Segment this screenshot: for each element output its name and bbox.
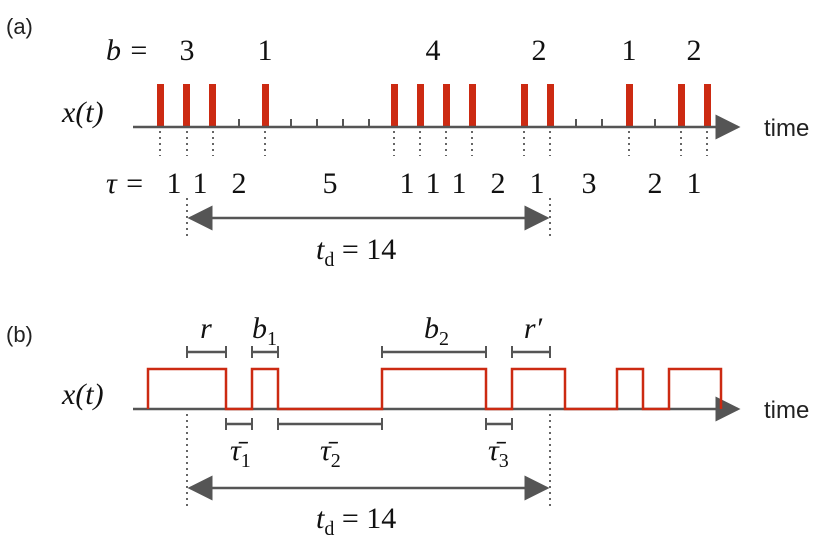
inter-event-times: 1 1 2 5 1 1 1 2 1 3 2 1 — [167, 167, 702, 200]
tau-value: 2 — [232, 167, 247, 200]
refractory-label: r — [200, 312, 212, 345]
event-drop-lines — [159, 131, 708, 156]
event-bar — [626, 84, 633, 127]
tau3-label: τ̄3 — [488, 434, 509, 472]
burst-size-labels: 3 1 4 2 1 2 — [180, 34, 702, 67]
event-bar — [704, 84, 711, 127]
tau-value: 2 — [648, 167, 663, 200]
tau-value: 2 — [491, 167, 506, 200]
burst-size-label: 4 — [426, 34, 441, 67]
panel-b: (b) r b1 b2 r′ x(t) time — [6, 312, 809, 540]
tau-value: 1 — [400, 167, 415, 200]
event-bar — [521, 84, 528, 127]
tau2-label: τ̄2 — [320, 434, 341, 472]
panel-a: (a) b = 3 1 4 2 1 2 x(t) — [6, 14, 809, 271]
burst-size-label: 1 — [622, 34, 637, 67]
event-bar — [678, 84, 685, 127]
slot-ticks — [238, 119, 656, 127]
event-bar — [547, 84, 554, 127]
tau1-label: τ̄1 — [230, 434, 251, 472]
burst-size-label: 1 — [258, 34, 273, 67]
event-bar — [262, 84, 269, 127]
tau-value: 5 — [323, 167, 338, 200]
event-bar — [469, 84, 476, 127]
tau-value: 1 — [193, 167, 208, 200]
tau-value: 3 — [582, 167, 597, 200]
panel-a-label: (a) — [6, 14, 33, 39]
event-bar — [417, 84, 424, 127]
signal-label-a: x(t) — [61, 96, 104, 129]
time-axis-label-b: time — [764, 397, 809, 424]
b-prefix: b = — [106, 34, 149, 67]
tau-value: 1 — [452, 167, 467, 200]
burst-signal-waveform — [146, 367, 723, 411]
tau-value: 1 — [687, 167, 702, 200]
tau-value: 1 — [426, 167, 441, 200]
event-bar — [183, 84, 190, 127]
signal-label-b: x(t) — [61, 378, 104, 411]
event-bars — [157, 84, 711, 127]
time-axis-label-a: time — [764, 115, 809, 142]
td-label-b: td = 14 — [316, 502, 396, 540]
td-label-a: td = 14 — [316, 233, 396, 271]
burst-b1-label: b1 — [252, 312, 277, 350]
event-bar — [157, 84, 164, 127]
refractory-prime-label: r′ — [524, 312, 543, 345]
burst-size-label: 2 — [532, 34, 547, 67]
event-bar — [209, 84, 216, 127]
tau-value: 1 — [167, 167, 182, 200]
tau-prefix: τ = — [106, 167, 144, 200]
burst-size-label: 2 — [687, 34, 702, 67]
burst-b2-label: b2 — [424, 312, 449, 350]
event-bar — [391, 84, 398, 127]
event-bar — [443, 84, 450, 127]
tau-value: 1 — [530, 167, 545, 200]
panel-b-label: (b) — [6, 322, 33, 347]
burst-size-label: 3 — [180, 34, 195, 67]
